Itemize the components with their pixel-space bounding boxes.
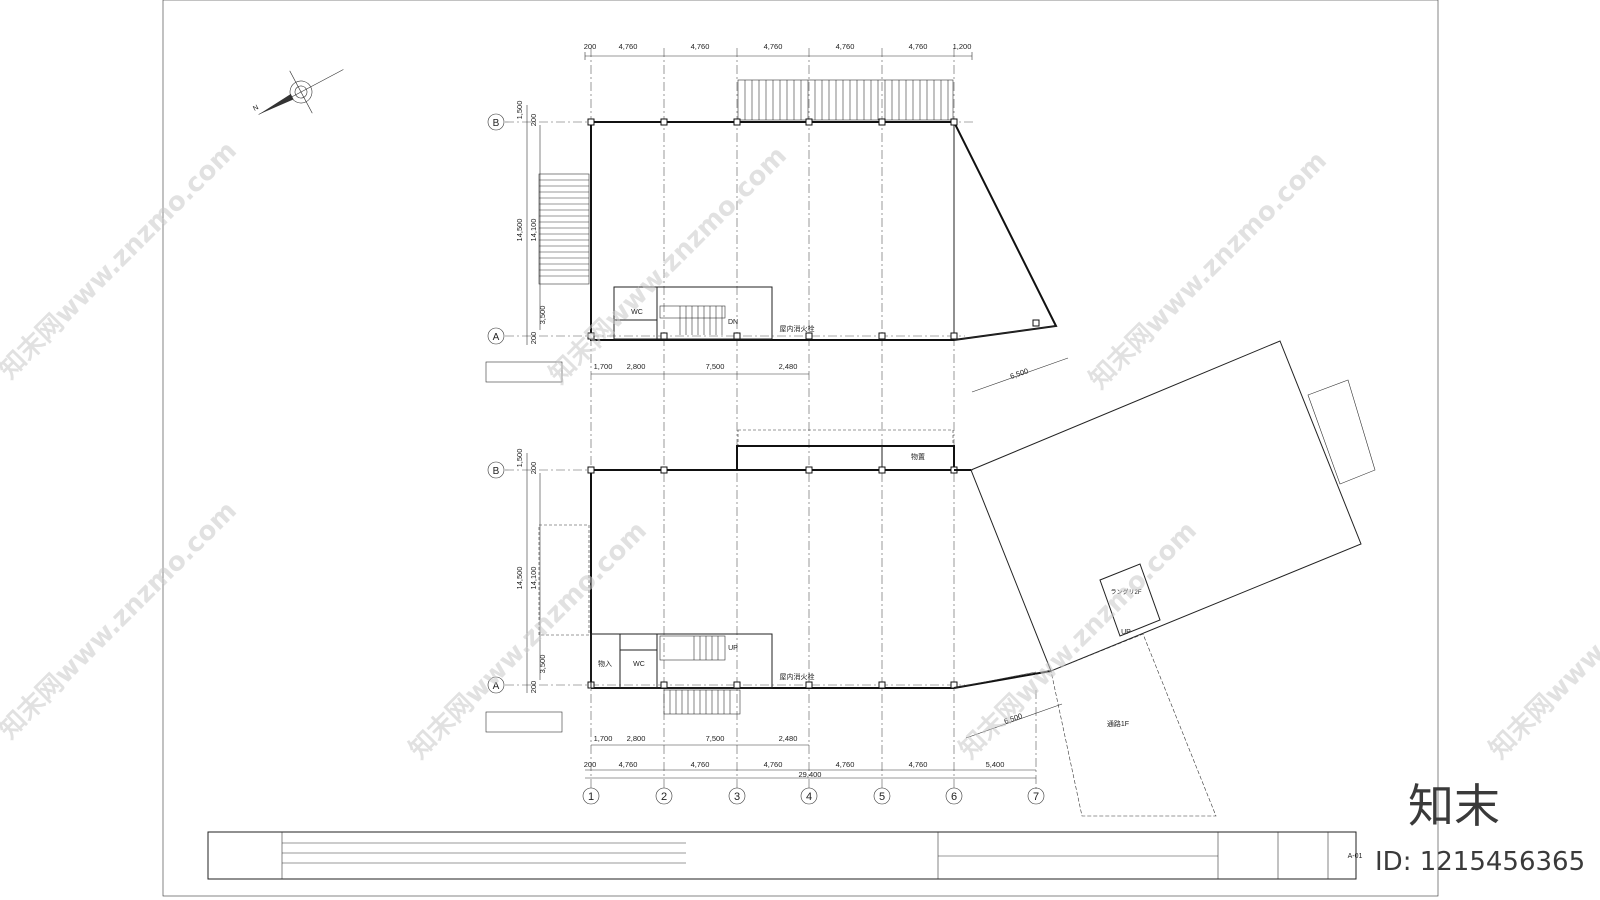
- bottom-dim-label: 2,480: [779, 734, 798, 743]
- hydrant-label: 屋内消火栓: [780, 672, 815, 681]
- left-dim-label: 1,500: [515, 101, 524, 120]
- left-dim-label: 14,100: [529, 567, 538, 590]
- top-dim-label: 1,200: [953, 42, 972, 51]
- wing-label-lounge: ラングリ2F: [1110, 588, 1141, 596]
- left-dim-label: 200: [529, 681, 538, 694]
- grid-bubble-2: 2: [661, 791, 667, 803]
- svg-text:知末网www.znzmo.com: 知末网www.znzmo.com: [544, 141, 793, 390]
- btm-dim-label: 4,760: [691, 760, 710, 769]
- svg-text:知末网www.znzmo.com: 知末网www.znzmo.com: [1484, 516, 1600, 765]
- svg-text:知末网www.znzmo.com: 知末网www.znzmo.com: [0, 136, 243, 385]
- bottom-dim-label: 2,480: [779, 362, 798, 371]
- left-dim-label: 1,500: [515, 449, 524, 468]
- bottom-dim-label: 1,700: [594, 734, 613, 743]
- svg-text:知末网www.znzmo.com: 知末网www.znzmo.com: [1084, 146, 1333, 395]
- bottom-dim-label: 2,800: [627, 362, 646, 371]
- room-label-wc: WC: [633, 661, 645, 668]
- canopy-hatch: [737, 79, 954, 121]
- grid-bubble-3: 3: [734, 791, 740, 803]
- watermark: 知末网www.znzmo.com 知末网www.znzmo.com 知末网www…: [0, 136, 1600, 765]
- btm-dim-label: 4,760: [836, 760, 855, 769]
- svg-text:知末网www.znzmo.com: 知末网www.znzmo.com: [404, 516, 653, 765]
- top-dim-label: 4,760: [764, 42, 783, 51]
- room-label-wc: WC: [631, 309, 643, 316]
- sheet-number: A-01: [1348, 853, 1363, 860]
- bottom-dim-label: 7,500: [706, 734, 725, 743]
- btm-dim-label: 4,760: [619, 760, 638, 769]
- svg-text:知末网www.znzmo.com: 知末网www.znzmo.com: [954, 516, 1203, 765]
- btm-dim-label: 5,400: [986, 760, 1005, 769]
- left-dim-label: 14,500: [515, 219, 524, 242]
- hydrant-label: 屋内消火栓: [780, 324, 815, 333]
- btm-dim-label: 4,760: [909, 760, 928, 769]
- svg-text:A: A: [493, 332, 500, 343]
- grid-bubble-b: B: [487, 113, 505, 131]
- bottom-dim-label: 7,500: [706, 362, 725, 371]
- top-dim-label: 4,760: [691, 42, 710, 51]
- sheet-frame: [162, 0, 1439, 897]
- svg-text:A: A: [493, 681, 500, 692]
- top-dim-label: 4,760: [619, 42, 638, 51]
- storage-label: 物置: [911, 452, 925, 461]
- wing-label-corridor: 通路1F: [1107, 719, 1129, 728]
- north-arrow-icon: N: [252, 69, 344, 115]
- grid-bubble-b: B: [487, 461, 505, 479]
- grid-bubble-6: 6: [951, 791, 957, 803]
- grid-bubble-7: 7: [1033, 791, 1039, 803]
- watermark-id: ID: 1215456365: [1375, 847, 1585, 877]
- grid-bubble-5: 5: [879, 791, 885, 803]
- top-dim-label: 4,760: [909, 42, 928, 51]
- grid-bubble-1: 1: [588, 791, 594, 803]
- top-dim-label: 200: [584, 42, 597, 51]
- plan-title-box: [485, 361, 563, 383]
- bottom-dimension-line: 200 4,760 4,760 4,760 4,760 4,760 5,400 …: [584, 760, 1036, 779]
- room-label-storage: 物入: [598, 659, 612, 668]
- left-dim-label: 14,100: [529, 219, 538, 242]
- column-grid-bubbles: 1 2 3 4 5 6 7: [582, 787, 1045, 805]
- plan-title-box: [485, 711, 563, 733]
- left-dim-label: 3,500: [538, 306, 547, 325]
- stair-label-up: UP: [728, 645, 738, 652]
- top-dim-label: 4,760: [836, 42, 855, 51]
- watermark-logo: 知末: [1408, 779, 1500, 833]
- grid-bubble-a: A: [487, 676, 505, 694]
- grid-bubble-4: 4: [806, 791, 812, 803]
- btm-dim-label: 4,760: [764, 760, 783, 769]
- bottom-dim-label: 2,800: [627, 734, 646, 743]
- wing-stair-up: UP: [1121, 629, 1131, 636]
- left-dim-label: 200: [529, 332, 538, 345]
- total-dim-label: 29,400: [799, 770, 822, 779]
- left-dim-label: 200: [529, 114, 538, 127]
- svg-text:N: N: [252, 104, 260, 113]
- svg-text:B: B: [493, 466, 500, 477]
- left-dim-label: 3,500: [538, 655, 547, 674]
- diag-dim-label: 6,500: [1009, 366, 1030, 381]
- top-dimension-line: 200 4,760 4,760 4,760 4,760 4,760 1,200: [584, 42, 973, 60]
- left-dim-label: 200: [529, 462, 538, 475]
- rotated-wing: ラングリ2F UP 通路1F: [953, 325, 1376, 817]
- svg-text:B: B: [493, 118, 500, 129]
- stair-label-dn: DN: [728, 319, 738, 326]
- title-block: A-01: [207, 831, 1363, 880]
- left-dim-label: 14,500: [515, 567, 524, 590]
- grid-bubble-a: A: [487, 327, 505, 345]
- svg-text:知末网www.znzmo.com: 知末网www.znzmo.com: [0, 496, 243, 745]
- bottom-dim-label: 1,700: [594, 362, 613, 371]
- btm-dim-label: 200: [584, 760, 597, 769]
- exterior-stair: [538, 173, 590, 285]
